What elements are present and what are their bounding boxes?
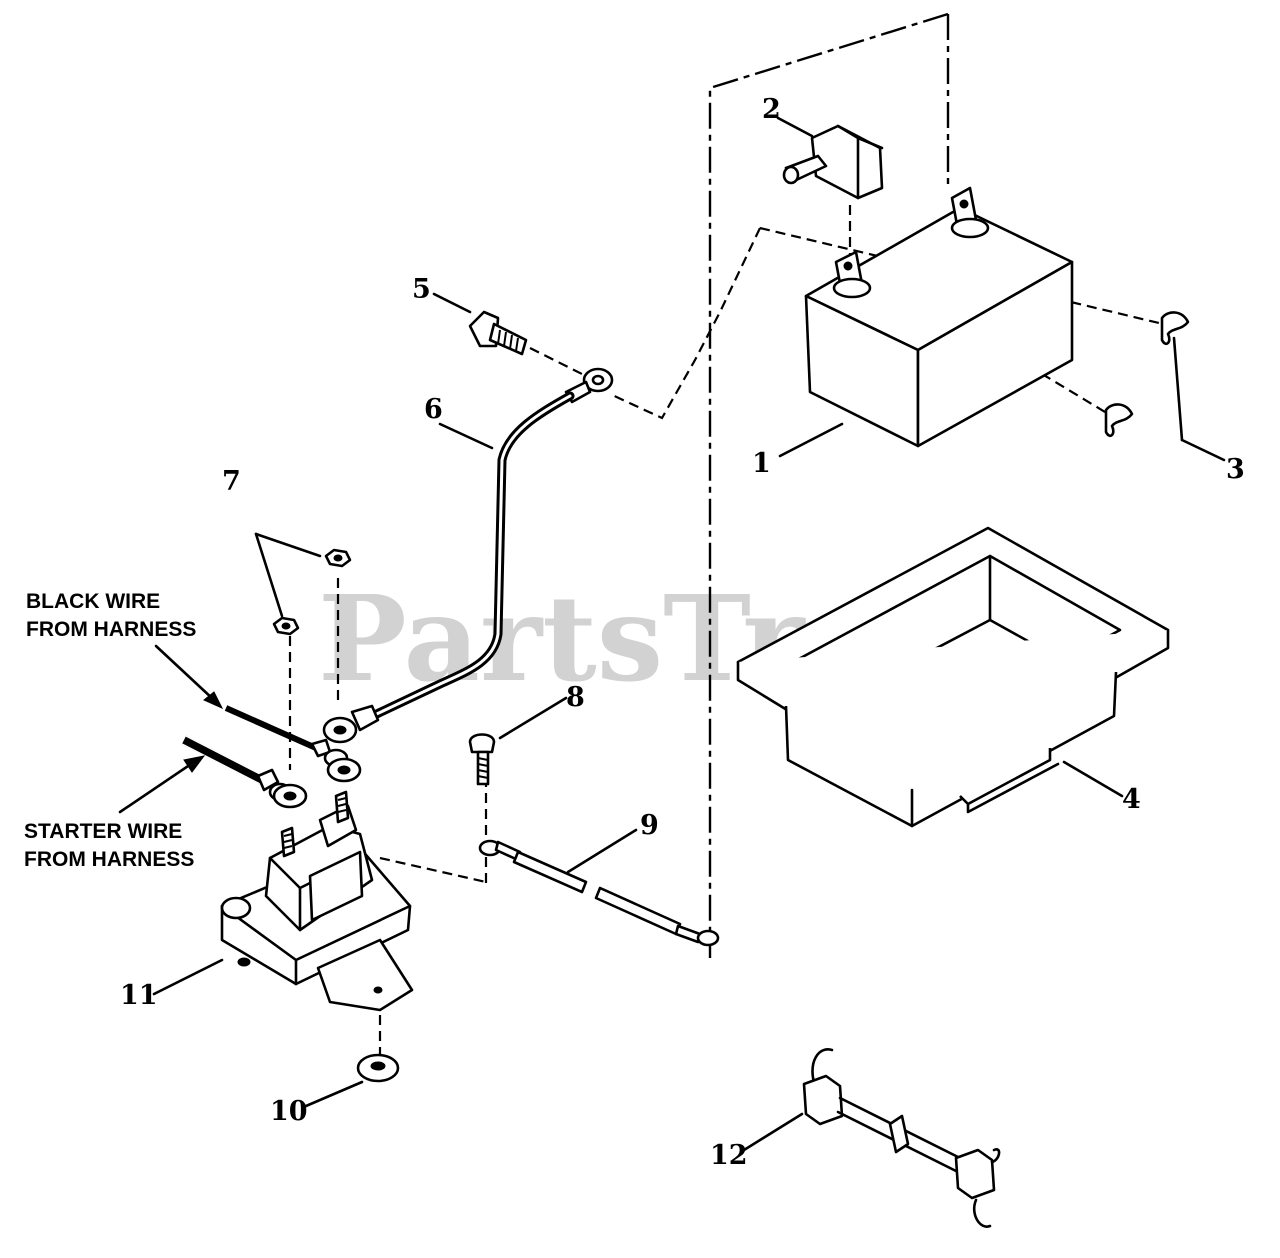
hex-nut-part <box>254 532 352 636</box>
battery-cable-part <box>322 367 614 744</box>
washer-part <box>356 1053 400 1083</box>
callouts: 2 5 6 1 3 7 8 4 9 11 10 12 <box>120 94 1245 1171</box>
callout-10: 10 <box>270 1096 308 1127</box>
callout-6: 6 <box>424 394 443 425</box>
solenoid-part <box>220 790 414 1012</box>
black-wire-note-line2: FROM HARNESS <box>26 618 196 641</box>
hold-down-rod-part <box>802 1048 1001 1228</box>
phantom-lines <box>288 12 1181 1060</box>
callout-9: 9 <box>640 810 659 841</box>
callout-5: 5 <box>412 274 431 305</box>
callout-11: 11 <box>120 980 158 1011</box>
terminal-cover-part <box>782 124 884 200</box>
callout-8: 8 <box>566 682 585 713</box>
bolt-part-5 <box>468 310 528 356</box>
black-wire-part <box>224 705 362 783</box>
starter-wire-part <box>181 735 308 809</box>
leader-lines <box>152 116 1226 1152</box>
battery-part <box>804 186 1074 448</box>
battery-tray-part <box>736 526 1170 828</box>
black-wire-note-line1: BLACK WIRE <box>26 590 160 613</box>
starter-wire-note-line2: FROM HARNESS <box>24 848 194 871</box>
callout-4: 4 <box>1122 784 1141 815</box>
callout-3: 3 <box>1226 454 1245 485</box>
note-arrows <box>118 644 224 814</box>
callout-1: 1 <box>752 448 771 479</box>
callout-12: 12 <box>710 1140 748 1171</box>
starter-wire-note-line1: STARTER WIRE <box>24 820 182 843</box>
bolt-part-8 <box>468 733 496 786</box>
ground-cable-part <box>478 839 720 947</box>
wire-notes: BLACK WIRE FROM HARNESS STARTER WIRE FRO… <box>24 590 196 871</box>
wing-nut-part <box>1104 311 1190 442</box>
callout-2: 2 <box>762 94 781 125</box>
callout-7: 7 <box>222 466 241 497</box>
